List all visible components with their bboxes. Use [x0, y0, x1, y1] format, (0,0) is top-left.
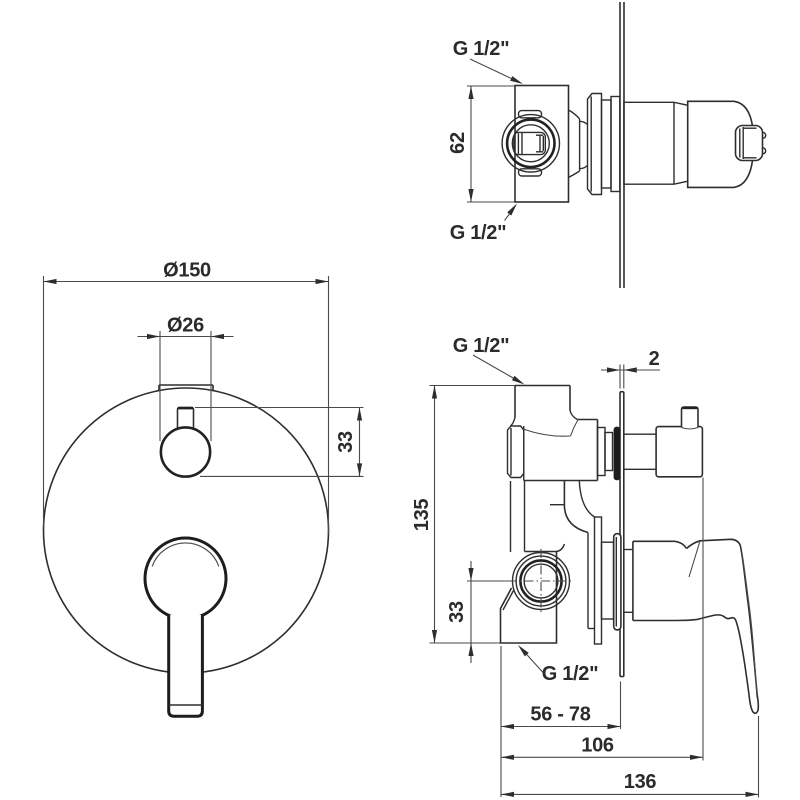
side-view-bottom-port — [499, 549, 574, 644]
front-view-lever-handle — [143, 536, 228, 718]
side-view-handle-flange — [612, 532, 622, 631]
dim-33-side-label: 33 — [446, 601, 468, 623]
dim-62-label: 62 — [447, 132, 469, 154]
leader-g12-side-top: G 1/2" — [453, 335, 525, 385]
leader-g12-side-top-label: G 1/2" — [453, 335, 510, 357]
leader-g12-side-bottom: G 1/2" — [518, 645, 599, 685]
dim-56-78: 56 - 78 — [500, 646, 622, 797]
leader-g12-side-bottom-label: G 1/2" — [542, 663, 599, 685]
top-view: 62 G 1/2" G 1/2" — [447, 2, 767, 288]
top-view-lever-end — [734, 124, 767, 162]
side-view-body-middle — [509, 480, 595, 553]
front-view: Ø150 Ø26 33 — [42, 260, 364, 718]
dim-106: 106 — [501, 477, 704, 761]
side-view-lever-handle — [624, 538, 760, 715]
dim-26: Ø26 — [137, 315, 234, 441]
dim-33-front-label: 33 — [335, 431, 357, 453]
side-view-diverter-stack — [596, 426, 614, 477]
dim-150: Ø150 — [42, 260, 330, 534]
front-view-diverter-knob — [159, 406, 212, 478]
front-view-top-tab — [158, 384, 214, 391]
leader-g12-bottom-label: G 1/2" — [450, 222, 507, 244]
dim-26-label: Ø26 — [167, 315, 204, 337]
side-view: 2 G 1/2" 135 33 G 1/2" — [411, 335, 760, 798]
top-view-port — [501, 109, 561, 177]
dim-136: 136 — [501, 716, 760, 798]
dim-2-label: 2 — [649, 348, 660, 370]
dim-135-label: 135 — [411, 499, 433, 532]
dim-2: 2 — [601, 348, 660, 389]
dim-135: 135 — [411, 384, 515, 644]
leader-g12-top-label: G 1/2" — [453, 38, 510, 60]
dim-62: 62 — [447, 85, 515, 203]
top-view-trim — [623, 100, 767, 189]
side-view-top-port — [510, 384, 579, 437]
side-view-diverter-knob — [624, 406, 704, 478]
dim-33-front: 33 — [195, 406, 364, 477]
top-view-valve-body — [514, 84, 570, 203]
dim-106-label: 106 — [581, 735, 614, 757]
top-view-bonnet-stack — [568, 92, 621, 196]
dim-136-label: 136 — [624, 771, 657, 793]
dim-33-side: 33 — [446, 561, 508, 663]
leader-g12-top: G 1/2" — [453, 38, 523, 84]
side-view-diverter-flange — [613, 426, 621, 481]
dim-150-label: Ø150 — [163, 260, 211, 282]
dim-56-78-label: 56 - 78 — [530, 704, 590, 726]
leader-g12-bottom: G 1/2" — [450, 203, 517, 244]
